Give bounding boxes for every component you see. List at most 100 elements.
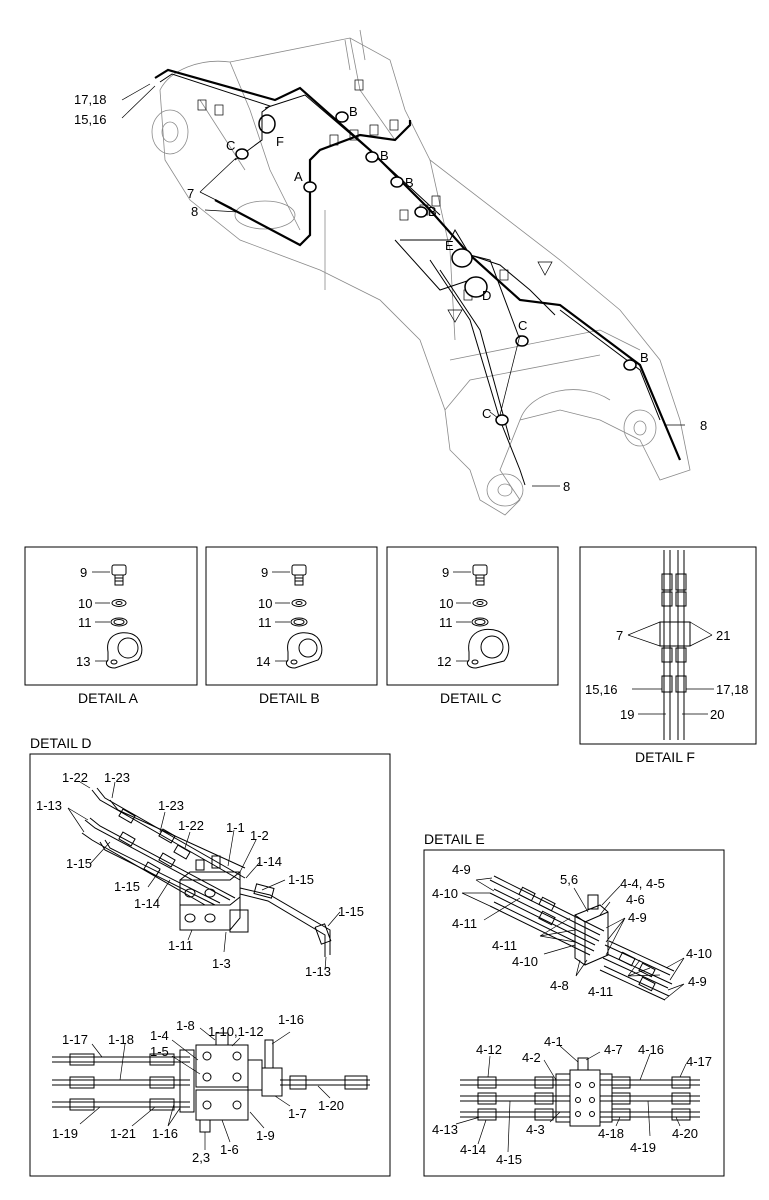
- detail-a-label-10: 10: [78, 596, 92, 611]
- detail-d-bottom-label-1-19: 1-19: [52, 1126, 78, 1141]
- detail-d-top-label-1-1: 1-1: [226, 820, 245, 835]
- detail-e-bottom-label-4-19: 4-19: [630, 1140, 656, 1155]
- main-label-a: A: [294, 169, 303, 184]
- detail-a-label-13: 13: [76, 654, 90, 669]
- main-label-7: 7: [187, 186, 194, 201]
- detail-d-top-label-1-23a: 1-23: [104, 770, 130, 785]
- detail-e-top-label-4-6: 4-6: [626, 892, 645, 907]
- detail-f-label-19: 19: [620, 707, 634, 722]
- detail-d-top-label-1-22b: 1-22: [178, 818, 204, 833]
- detail-c: 9 10 11 12 DETAIL C: [386, 546, 559, 706]
- detail-b: 9 10 11 14 DETAIL B: [205, 546, 378, 706]
- detail-e-top-label-4-10b: 4-10: [512, 954, 538, 969]
- detail-e-top-label-4-10a: 4-10: [432, 886, 458, 901]
- detail-e-bottom-labels: 4-1 4-2 4-12 4-7 4-16 4-17 4-13 4-14 4-1…: [432, 1034, 712, 1167]
- detail-f-title: DETAIL F: [635, 749, 695, 765]
- detail-b-label-11: 11: [258, 615, 272, 630]
- detail-e-bottom-label-4-17: 4-17: [686, 1054, 712, 1069]
- detail-e-top-label-4-8: 4-8: [550, 978, 569, 993]
- main-label-b1: B: [349, 104, 358, 119]
- detail-f-label-15-16: 15,16: [585, 682, 618, 697]
- detail-d-top-label-1-22: 1-22: [62, 770, 88, 785]
- detail-d-top-label-1-15d: 1-15: [338, 904, 364, 919]
- detail-c-title: DETAIL C: [440, 690, 501, 706]
- detail-e-bottom-label-4-3: 4-3: [526, 1122, 545, 1137]
- boom-illustration: 17,18 15,16 C F A 7 8 B B B B E D C B C …: [74, 29, 707, 516]
- detail-d-bottom-label-1-9: 1-9: [256, 1128, 275, 1143]
- detail-c-label-12: 12: [437, 654, 451, 669]
- detail-d-bottom-label-1-20: 1-20: [318, 1098, 344, 1113]
- detail-e-bottom-label-4-14: 4-14: [460, 1142, 486, 1157]
- detail-d-bottom-labels: 1-8 1-10,1-12 1-16 1-4 1-5 1-17 1-18 1-1…: [52, 1012, 344, 1165]
- detail-f-label-20: 20: [710, 707, 724, 722]
- detail-d-bottom-label-1-7: 1-7: [288, 1106, 307, 1121]
- main-label-e: E: [445, 238, 454, 253]
- detail-f-label-17-18: 17,18: [716, 682, 749, 697]
- detail-d-bottom-label-1-10-1-12: 1-10,1-12: [208, 1024, 264, 1039]
- main-label-d: D: [482, 288, 491, 303]
- main-label-c2: C: [518, 318, 527, 333]
- main-label-b2: B: [380, 148, 389, 163]
- detail-c-label-9: 9: [442, 565, 449, 580]
- detail-d-top-label-1-14b: 1-14: [134, 896, 160, 911]
- detail-d-top-label-1-13a: 1-13: [36, 798, 62, 813]
- detail-d-bottom-label-1-17: 1-17: [62, 1032, 88, 1047]
- main-label-b4: B: [428, 204, 437, 219]
- detail-d-bottom-label-1-21: 1-21: [110, 1126, 136, 1141]
- detail-e-bottom-label-4-18: 4-18: [598, 1126, 624, 1141]
- detail-e-top-label-4-11b: 4-11: [492, 938, 517, 953]
- detail-f-label-7: 7: [616, 628, 623, 643]
- main-label-b5: B: [640, 350, 649, 365]
- detail-a-label-11: 11: [78, 615, 92, 630]
- main-label-c3: C: [482, 406, 491, 421]
- detail-a-title: DETAIL A: [78, 690, 139, 706]
- detail-d-bottom-label-1-4: 1-4: [150, 1028, 169, 1043]
- detail-e-top-label-5-6: 5,6: [560, 872, 578, 887]
- detail-e-bottom-label-4-1: 4-1: [544, 1034, 563, 1049]
- detail-d-top-label-1-11: 1-11: [168, 938, 193, 953]
- detail-d-bottom-label-2-3: 2,3: [192, 1150, 210, 1165]
- detail-e-top-labels: 4-9 4-10 4-11 5,6 4-4, 4-5 4-6 4-9 4-11 …: [432, 862, 712, 999]
- detail-d: DETAIL D: [29, 735, 391, 1177]
- detail-e-title: DETAIL E: [424, 831, 485, 847]
- detail-e-bottom-label-4-2: 4-2: [522, 1050, 541, 1065]
- detail-d-bottom-label-1-6: 1-6: [220, 1142, 239, 1157]
- main-label-8-left: 8: [191, 204, 198, 219]
- detail-e-bottom-label-4-15: 4-15: [496, 1152, 522, 1167]
- main-label-f: F: [276, 134, 284, 149]
- detail-e-bottom-label-4-7: 4-7: [604, 1042, 623, 1057]
- detail-a: 9 10 11 13 DETAIL A: [24, 546, 198, 706]
- detail-d-bottom-label-1-5: 1-5: [150, 1044, 169, 1059]
- detail-e-top-label-4-9b: 4-9: [628, 910, 647, 925]
- detail-a-label-9: 9: [80, 565, 87, 580]
- detail-d-top-labels: 1-22 1-23 1-13 1-23 1-22 1-1 1-2 1-14 1-…: [36, 770, 364, 979]
- main-label-c1: C: [226, 138, 235, 153]
- detail-b-label-14: 14: [256, 654, 270, 669]
- detail-b-title: DETAIL B: [259, 690, 320, 706]
- detail-e-top-label-4-4-4-5: 4-4, 4-5: [620, 876, 665, 891]
- detail-e: DETAIL E 4-9 4-10: [423, 831, 725, 1177]
- detail-e-top-label-4-10c: 4-10: [686, 946, 712, 961]
- detail-d-bottom-label-1-16b: 1-16: [152, 1126, 178, 1141]
- detail-d-bottom-label-1-18: 1-18: [108, 1032, 134, 1047]
- detail-e-top-label-4-9c: 4-9: [688, 974, 707, 989]
- clamp-markers: [235, 111, 637, 426]
- detail-b-label-9: 9: [261, 565, 268, 580]
- detail-f: 7 21 15,16 17,18 19 20 DETAIL F: [579, 546, 757, 765]
- detail-d-top-label-1-13b: 1-13: [305, 964, 331, 979]
- detail-c-label-10: 10: [439, 596, 453, 611]
- detail-d-bottom-label-1-8: 1-8: [176, 1018, 195, 1033]
- detail-f-label-21: 21: [716, 628, 730, 643]
- detail-e-bottom-label-4-16: 4-16: [638, 1042, 664, 1057]
- detail-d-top-label-1-15a: 1-15: [66, 856, 92, 871]
- detail-e-bottom-label-4-20: 4-20: [672, 1126, 698, 1141]
- detail-d-top-label-1-14a: 1-14: [256, 854, 282, 869]
- detail-e-top-label-4-9a: 4-9: [452, 862, 471, 877]
- main-label-15-16: 15,16: [74, 112, 107, 127]
- detail-d-title: DETAIL D: [30, 735, 91, 751]
- main-label-17-18: 17,18: [74, 92, 107, 107]
- detail-e-top-label-4-11c: 4-11: [588, 984, 613, 999]
- detail-b-label-10: 10: [258, 596, 272, 611]
- main-label-8-right: 8: [700, 418, 707, 433]
